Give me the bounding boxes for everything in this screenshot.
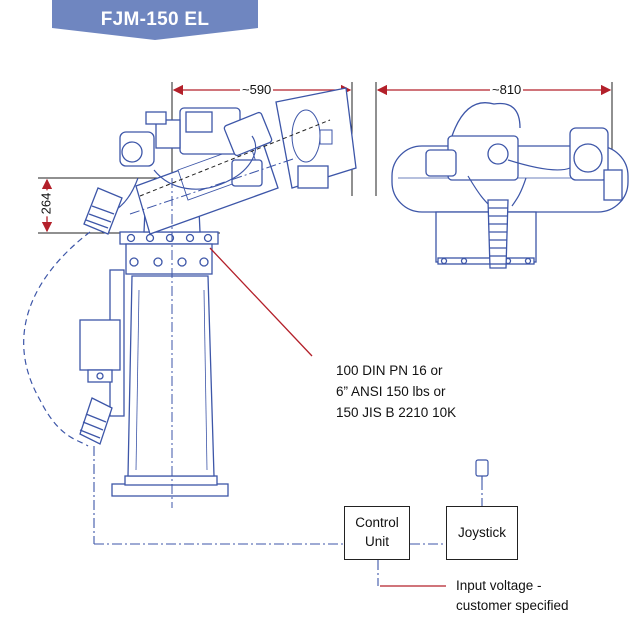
side-view [391, 102, 629, 269]
control-cable [93, 446, 483, 586]
joystick-plug [475, 459, 489, 480]
barrel-axis [139, 119, 331, 197]
title-banner-shape [52, 0, 258, 40]
dim-label-590: ~590 [240, 82, 274, 97]
flange-note-line-2: 6” ANSI 150 lbs or [336, 384, 446, 399]
control-unit-box: Control Unit [344, 506, 410, 560]
centre-lines [129, 157, 297, 508]
flange-note-line-1: 100 DIN PN 16 or [336, 363, 443, 378]
dim-label-264: 264 [38, 190, 54, 217]
dim-label-810: ~810 [490, 82, 524, 97]
input-note-line-2: customer specified [456, 598, 569, 613]
flange-note-line-3: 150 JIS B 2210 10K [336, 405, 457, 420]
control-unit-line-1: Control [355, 515, 399, 530]
flange-leader [209, 247, 313, 357]
page-title: FJM-150 EL [100, 9, 210, 30]
joystick-box: Joystick [446, 506, 518, 560]
input-note-line-1: Input voltage - [456, 578, 542, 593]
joystick-label: Joystick [457, 525, 506, 540]
cable-dashed [23, 231, 91, 447]
front-view [79, 87, 357, 497]
control-unit-line-2: Unit [364, 534, 389, 549]
title-banner: FJM-150 EL [52, 0, 258, 40]
